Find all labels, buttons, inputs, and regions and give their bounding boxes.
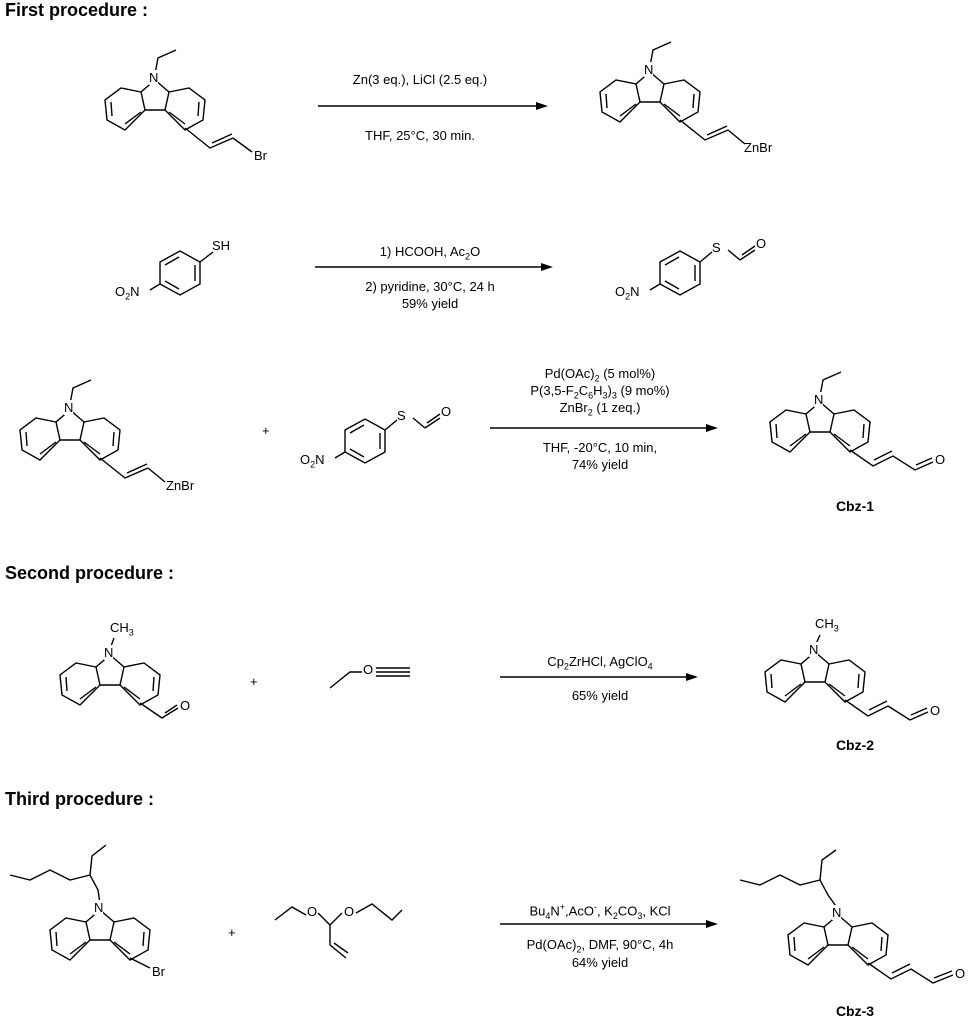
plus-sign-1: + — [262, 423, 270, 438]
atom-o-3: O — [935, 452, 946, 467]
rxn2-conditions-top: 1) HCOOH, Ac2O — [379, 244, 481, 262]
ethoxyacetylene — [329, 667, 410, 689]
atom-o-9: O — [955, 966, 966, 981]
atom-br-1: Br — [254, 148, 267, 163]
4-nitrothiophenol — [149, 250, 214, 296]
zinc-reagent — [19, 379, 166, 483]
rxn3-conditions-bottom: THF, -20°C, 10 min, — [542, 440, 658, 455]
rxn3-ligand: P(3,5-F2C6H3)3 (9 mo%) — [530, 383, 670, 401]
atom-br-2: Br — [152, 964, 165, 979]
rxn3-yield: 74% yield — [571, 457, 629, 472]
atom-n-2: N — [644, 62, 654, 77]
cbz-1-label: Cbz-1 — [835, 498, 875, 514]
rxn2-conditions-bottom: 2) pyridine, 30°C, 24 h — [365, 279, 495, 294]
atom-o-4: O — [180, 698, 191, 713]
carbazole-vinyl-zinc-bromide — [599, 41, 746, 145]
thioester-reagent — [334, 413, 441, 464]
atom-znbr-2: ZnBr — [166, 478, 195, 493]
rxn1-conditions-bottom: THF, 25°C, 30 min. — [365, 128, 475, 143]
cbz-1-structure — [769, 371, 934, 471]
atom-o-2: O — [441, 404, 452, 419]
proc3-yield: 64% yield — [571, 955, 629, 970]
rxn3-catalyst: Pd(OAc)2 (5 mol%) — [544, 366, 656, 384]
methyl-group-2: CH3 — [815, 616, 839, 634]
atom-n-5: N — [104, 645, 114, 660]
proc2-conditions: Cp2ZrHCl, AgClO4 — [547, 654, 653, 672]
atom-o-6: O — [930, 703, 941, 718]
cbz-3-label: Cbz-3 — [835, 1003, 875, 1019]
n-methylcarbazole-aldehyde — [59, 637, 179, 719]
rxn2-yield: 59% yield — [401, 296, 459, 311]
atom-n-4: N — [814, 392, 824, 407]
cbz-2-structure — [764, 634, 929, 721]
cbz-3-structure — [739, 849, 954, 984]
atom-sh: SH — [212, 238, 231, 253]
proc3-conditions: Pd(OAc)2, DMF, 90°C, 4h — [526, 937, 674, 955]
atom-s-2: S — [397, 408, 406, 423]
carbazole-vinyl-bromide — [104, 49, 253, 153]
rxn1-conditions-top: Zn(3 eq.), LiCl (2.5 eq.) — [352, 72, 488, 87]
acrolein-diethyl-acetal — [274, 903, 403, 959]
nitro-group-1: O2N — [115, 284, 140, 302]
atom-o-5: O — [363, 662, 374, 677]
s-formyl-thioester — [649, 245, 756, 296]
proc2-yield: 65% yield — [571, 688, 629, 703]
second-procedure-header: Second procedure : — [5, 563, 175, 583]
methyl-group-1: CH3 — [110, 620, 134, 638]
rxn3-additive: ZnBr2 (1 zeq.) — [559, 400, 641, 418]
third-procedure-header: Third procedure : — [5, 789, 155, 809]
atom-n-1: N — [149, 70, 159, 85]
bromo-ethylhexyl-carbazole — [9, 844, 151, 969]
first-procedure-header: First procedure : — [5, 0, 149, 20]
atom-n-3: N — [64, 400, 74, 415]
atom-n-7: N — [94, 900, 104, 915]
atom-n-8: N — [832, 905, 842, 920]
plus-sign-2: + — [250, 674, 258, 689]
atom-o-7: O — [307, 904, 318, 919]
atom-s-1: S — [712, 240, 721, 255]
atom-o-8: O — [344, 904, 355, 919]
atom-o-1: O — [756, 236, 767, 251]
plus-sign-3: + — [228, 925, 236, 940]
proc3-reagents: Bu4N+,AcO-, K2CO3, KCl — [529, 902, 671, 921]
atom-znbr-1: ZnBr — [744, 140, 773, 155]
nitro-group-3: O2N — [300, 452, 325, 470]
atom-n-6: N — [809, 642, 819, 657]
cbz-2-label: Cbz-2 — [835, 737, 875, 753]
nitro-group-2: O2N — [615, 284, 640, 302]
